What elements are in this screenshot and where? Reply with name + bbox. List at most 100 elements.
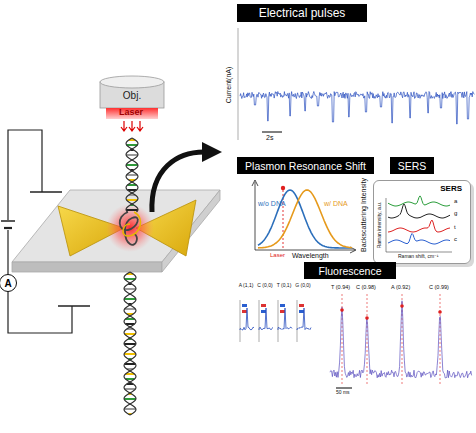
channel-marker bbox=[242, 304, 247, 307]
fluorescence-trace bbox=[297, 308, 311, 330]
base-letter: t bbox=[454, 224, 456, 231]
scale-label: 50 ms bbox=[336, 390, 350, 396]
dna-strand bbox=[124, 272, 136, 415]
node-text: Obj. bbox=[123, 90, 141, 101]
membrane-top bbox=[12, 190, 220, 262]
battery-symbol bbox=[1, 220, 15, 222]
mini-axis bbox=[240, 300, 241, 342]
node-text: Fluorescence bbox=[318, 265, 381, 277]
axis-label: Raman intensity, a.u. bbox=[377, 202, 383, 249]
event-marker bbox=[340, 308, 344, 312]
dna-base bbox=[126, 154, 138, 156]
node-text: Electrical pulses bbox=[259, 6, 346, 20]
dna-strand bbox=[126, 138, 138, 212]
node-text: SERS bbox=[398, 160, 427, 172]
channel-marker bbox=[280, 304, 285, 307]
dna-base bbox=[127, 174, 138, 176]
dna-base bbox=[127, 144, 138, 146]
raman-spectrum bbox=[388, 234, 450, 245]
channel-marker bbox=[299, 304, 304, 307]
fluorescence-trace bbox=[240, 308, 254, 330]
axis-label: Backscattering Intensity bbox=[360, 178, 368, 252]
laser-label: Laser bbox=[119, 108, 143, 118]
panel-title: Plasmon Resonance Shift bbox=[237, 157, 374, 174]
electrode bbox=[58, 305, 90, 307]
raman-spectrum bbox=[388, 196, 450, 206]
dna-base bbox=[127, 199, 138, 201]
dna-base bbox=[125, 363, 136, 365]
electrode bbox=[30, 191, 62, 193]
objective-top bbox=[100, 76, 164, 88]
base-call: T (0,1) bbox=[276, 283, 292, 289]
base-call: C (0.99) bbox=[429, 284, 449, 290]
battery-gap bbox=[2, 220, 14, 230]
fluorescence-trace bbox=[330, 301, 472, 378]
base-call: G (0,0) bbox=[295, 283, 311, 289]
resonance-curve bbox=[258, 190, 352, 248]
axis-label: Wavelength bbox=[292, 252, 329, 260]
dna-base bbox=[125, 388, 136, 390]
dna-base bbox=[124, 353, 136, 355]
node-text: A bbox=[4, 278, 11, 289]
mini-axis bbox=[297, 300, 298, 342]
panel-title: Electrical pulses bbox=[237, 4, 367, 22]
channel-marker bbox=[261, 304, 266, 307]
axis-label: Current(nA) bbox=[225, 67, 233, 104]
dna-strand bbox=[126, 138, 138, 212]
scale-label: 2s bbox=[266, 134, 273, 142]
mini-axis bbox=[259, 300, 260, 342]
membrane-front bbox=[12, 262, 162, 272]
event-line bbox=[440, 294, 441, 384]
laser-marker bbox=[281, 186, 285, 190]
base-call: A (0.92) bbox=[391, 284, 410, 290]
arrow-head bbox=[202, 142, 222, 162]
plasmon-hotspot bbox=[106, 204, 154, 252]
raman-spectrum bbox=[388, 204, 450, 218]
base-call: A (1,1) bbox=[238, 283, 254, 289]
base-call: C (0,0) bbox=[257, 283, 273, 289]
channel-marker bbox=[299, 310, 304, 313]
laser-beam bbox=[106, 108, 158, 119]
panel-title: SERS bbox=[390, 157, 434, 174]
sers-inset: SERS bbox=[373, 180, 471, 264]
mini-axis bbox=[278, 300, 279, 342]
node-text: Plasmon Resonance Shift bbox=[245, 160, 366, 172]
dna-coil bbox=[120, 212, 138, 245]
plot-axes bbox=[252, 180, 356, 253]
dna-base bbox=[124, 288, 136, 290]
dna-strand bbox=[124, 272, 136, 415]
node-text: SERS bbox=[440, 184, 462, 193]
dna-base bbox=[126, 209, 138, 211]
generated-art bbox=[120, 92, 475, 416]
flow-arrow bbox=[152, 152, 204, 212]
panel-title: Fluorescence bbox=[304, 262, 396, 279]
dna-base bbox=[125, 278, 136, 280]
ammeter-symbol: A bbox=[0, 274, 17, 292]
scale-bar bbox=[262, 132, 282, 133]
curve-label: w/o DNA bbox=[258, 200, 286, 208]
dna-base bbox=[124, 343, 136, 345]
fluorescence-trace bbox=[259, 308, 273, 330]
base-call: C (0.98) bbox=[356, 284, 376, 290]
dna-coil bbox=[123, 212, 141, 236]
curve-label: w/ DNA bbox=[324, 200, 348, 208]
base-letter: a bbox=[454, 198, 457, 205]
event-marker bbox=[365, 316, 369, 320]
event-line bbox=[367, 294, 368, 384]
event-marker bbox=[400, 304, 404, 308]
dna-base bbox=[126, 164, 138, 166]
laser-arrows bbox=[121, 121, 143, 131]
y-axis bbox=[238, 28, 239, 140]
channel-marker bbox=[261, 310, 266, 313]
current-trace bbox=[240, 92, 475, 125]
axis-label: Raman shift, cm⁻¹ bbox=[398, 254, 438, 260]
scale-bar bbox=[336, 388, 352, 389]
channel-marker bbox=[242, 310, 247, 313]
resonance-curve bbox=[258, 190, 352, 248]
objective-lens: Obj. bbox=[100, 84, 164, 106]
inset-fill bbox=[373, 180, 471, 264]
fluorescence-trace bbox=[278, 308, 292, 330]
base-letter: c bbox=[454, 236, 457, 243]
dna-base bbox=[125, 308, 136, 310]
